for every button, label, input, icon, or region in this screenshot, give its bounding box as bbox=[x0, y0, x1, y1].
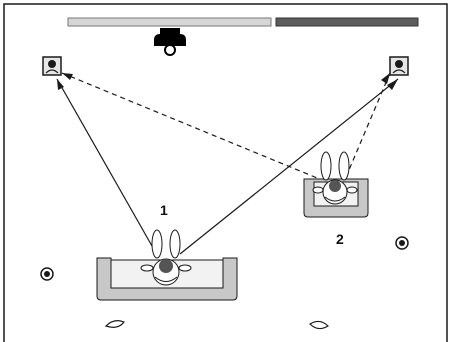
subwoofer-icon bbox=[395, 236, 409, 250]
speaker-icon bbox=[389, 56, 409, 76]
position-label-2: 2 bbox=[336, 231, 344, 247]
arrowhead bbox=[62, 73, 73, 80]
room-outline bbox=[3, 3, 448, 342]
dashed-line bbox=[61, 72, 323, 181]
arrowhead bbox=[381, 73, 390, 84]
subwoofer-icon bbox=[40, 267, 54, 281]
projector-icon bbox=[154, 28, 186, 56]
screen-dark bbox=[275, 17, 419, 27]
rear-speaker-icon bbox=[309, 320, 329, 330]
arrowhead bbox=[57, 79, 64, 90]
speaker-icon bbox=[42, 56, 62, 76]
solid-line bbox=[179, 78, 399, 255]
arrowhead bbox=[387, 79, 398, 90]
dashed-line bbox=[345, 72, 391, 178]
solid-line bbox=[56, 78, 153, 247]
screen-light bbox=[67, 17, 272, 27]
rear-speaker-icon bbox=[104, 320, 125, 328]
position-label-1: 1 bbox=[160, 202, 168, 218]
listener-icon bbox=[312, 151, 358, 205]
listener-icon bbox=[140, 229, 192, 286]
